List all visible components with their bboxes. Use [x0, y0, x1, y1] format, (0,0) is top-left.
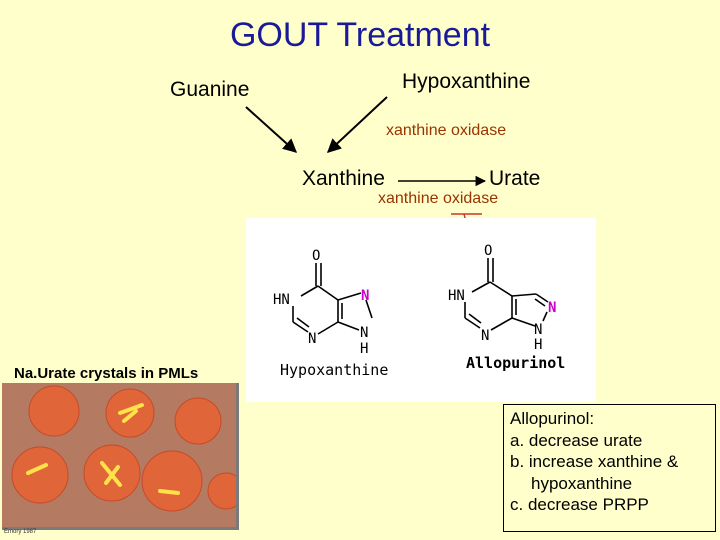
note-item-c: c. decrease PRPP	[510, 495, 649, 514]
hypox-n-highlight: N	[361, 288, 369, 304]
allo-oxygen: O	[484, 243, 492, 259]
slide-title: GOUT Treatment	[229, 16, 491, 54]
structure-bonds: O HN N N N H O HN N N N H Hypoxanthine A…	[273, 243, 565, 379]
allo-n2: N	[534, 322, 542, 338]
enzyme-label-top: xanthine oxidase	[386, 122, 507, 139]
allo-n1: N	[481, 328, 489, 344]
crystals-illustration	[2, 383, 236, 527]
pathway-arrows	[245, 96, 487, 230]
hypox-n1: N	[308, 331, 316, 347]
crystals-caption: Emory 1987	[4, 529, 37, 535]
allopurinol-caption: Allopurinol	[466, 354, 565, 372]
hypoxanthine-label: Hypoxanthine	[402, 70, 531, 93]
allo-n-highlight: N	[548, 300, 556, 316]
guanine-arrow	[245, 106, 298, 153]
hypox-hn: HN	[273, 292, 290, 308]
note-item-b-continued: hypoxanthine	[531, 473, 633, 493]
hypox-h: H	[360, 341, 368, 357]
hypoxanthine-caption: Hypoxanthine	[280, 361, 388, 379]
allo-h: H	[534, 337, 542, 353]
enzyme-label-bottom: xanthine oxidase	[378, 190, 499, 207]
xanthine-label: Xanthine	[302, 167, 385, 190]
hypox-n2: N	[360, 325, 368, 341]
note-item-a: a. decrease urate	[510, 430, 643, 450]
hypox-oxygen: O	[312, 248, 320, 264]
structures-panel: O HN N N N H O HN N N N H Hypoxanthine A…	[246, 218, 596, 402]
allo-hn: HN	[448, 288, 465, 304]
note-heading: Allopurinol:	[510, 409, 595, 428]
guanine-label: Guanine	[170, 78, 250, 101]
note-item-b: b. increase xanthine &	[510, 452, 679, 471]
hypoxanthine-arrow	[326, 96, 388, 153]
crystals-photo	[2, 383, 239, 530]
allopurinol-effects-box: Allopurinol: a. decrease urate b. increa…	[503, 404, 716, 532]
crystals-title: Na.Urate crystals in PMLs	[14, 365, 199, 382]
urate-label: Urate	[489, 167, 541, 190]
